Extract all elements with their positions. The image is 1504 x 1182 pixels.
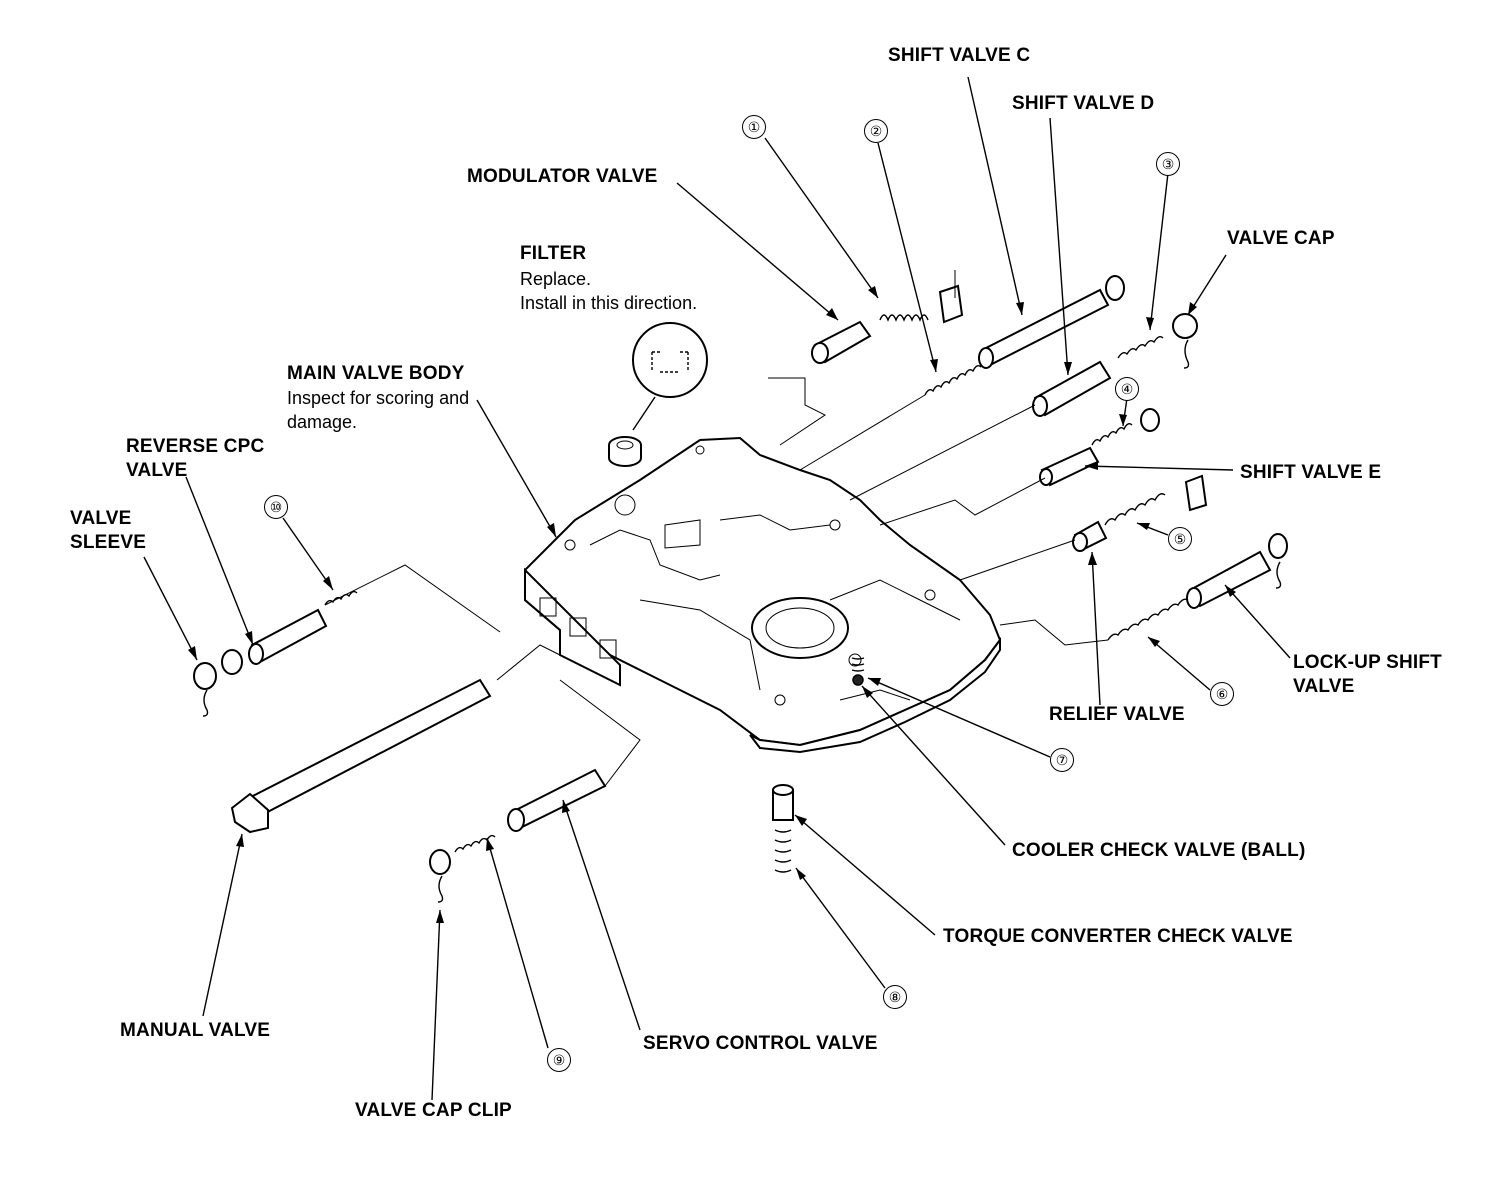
label-reverse-cpc-1: REVERSE CPC: [126, 436, 265, 457]
servo-control-valve-part: [507, 768, 607, 832]
plate-part: [938, 284, 964, 324]
valve-cap-part: [1172, 313, 1198, 369]
spring-8: [774, 829, 792, 873]
cooler-check-ball: [852, 674, 864, 686]
label-torque-converter-check-valve: TORQUE CONVERTER CHECK VALVE: [943, 926, 1293, 947]
relief-valve-part: [1072, 520, 1108, 552]
filter-note-2: Install in this direction.: [520, 293, 698, 313]
label-modulator-valve: MODULATOR VALVE: [467, 166, 658, 187]
label-lock-up-2: VALVE: [1293, 676, 1355, 697]
label-valve-sleeve-2: SLEEVE: [70, 532, 147, 553]
main-valve-body-note-2: damage.: [287, 412, 358, 432]
cap-part-4: [1140, 408, 1160, 432]
filter-part: [608, 436, 642, 467]
spring-1: [879, 314, 929, 322]
label-manual-valve: MANUAL VALVE: [120, 1020, 271, 1041]
filter-note-1: Replace.: [520, 269, 592, 289]
shift-valve-d-part: [1032, 360, 1112, 417]
label-valve-cap-clip: VALVE CAP CLIP: [355, 1100, 512, 1121]
spring-7: [851, 657, 865, 672]
valve-cap-clip-part: [429, 849, 451, 903]
label-main-valve-body: MAIN VALVE BODY: [287, 363, 465, 384]
plate-part-2: [1184, 474, 1208, 512]
callout-8: ⑧: [883, 985, 907, 1009]
modulator-valve-part: [811, 320, 872, 364]
sleeve-ring-part: [221, 649, 243, 675]
main-valve-body-note-1: Inspect for scoring and: [287, 388, 470, 408]
spring-5: [1104, 493, 1166, 526]
valve-sleeve-part: [193, 662, 217, 717]
callout-7: ⑦: [1050, 748, 1074, 772]
shift-valve-e-part: [1039, 446, 1100, 487]
callout-9: ⑨: [547, 1048, 571, 1072]
manual-valve-part: [230, 678, 492, 834]
label-valve-sleeve-1: VALVE: [70, 508, 132, 529]
filter-direction-magnifier: [632, 322, 708, 431]
callout-2: ②: [864, 119, 888, 143]
torque-converter-check-valve-part: [772, 784, 794, 821]
label-servo-control-valve: SERVO CONTROL VALVE: [643, 1033, 878, 1054]
guide-lines: [324, 270, 1109, 787]
label-shift-valve-d: SHIFT VALVE D: [1012, 93, 1155, 114]
spring-3: [1117, 335, 1164, 359]
callout-1: ①: [742, 115, 766, 139]
label-reverse-cpc-2: VALVE: [126, 460, 188, 481]
label-relief-valve: RELIEF VALVE: [1049, 704, 1185, 725]
label-shift-valve-c: SHIFT VALVE C: [888, 45, 1031, 66]
leader-lines: [143, 76, 1291, 1101]
label-cooler-check-valve: COOLER CHECK VALVE (BALL): [1012, 840, 1306, 861]
label-shift-valve-e: SHIFT VALVE E: [1240, 462, 1382, 483]
callout-3: ③: [1156, 152, 1180, 176]
callout-10: ⑩: [264, 495, 288, 519]
lock-up-shift-valve-part: [1186, 533, 1288, 609]
shift-valve-c-part: [978, 275, 1125, 369]
callout-6: ⑥: [1210, 682, 1234, 706]
label-filter: FILTER: [520, 243, 587, 264]
label-lock-up-1: LOCK-UP SHIFT: [1293, 652, 1442, 673]
reverse-cpc-valve-part: [248, 608, 328, 665]
callout-5: ⑤: [1168, 527, 1192, 551]
callout-4: ④: [1115, 377, 1139, 401]
main-valve-body: [524, 436, 1002, 754]
spring-6: [1107, 598, 1189, 641]
label-valve-cap: VALVE CAP: [1227, 228, 1335, 249]
spring-4: [1091, 422, 1133, 446]
spring-10: [324, 590, 358, 606]
spring-2: [924, 364, 982, 396]
